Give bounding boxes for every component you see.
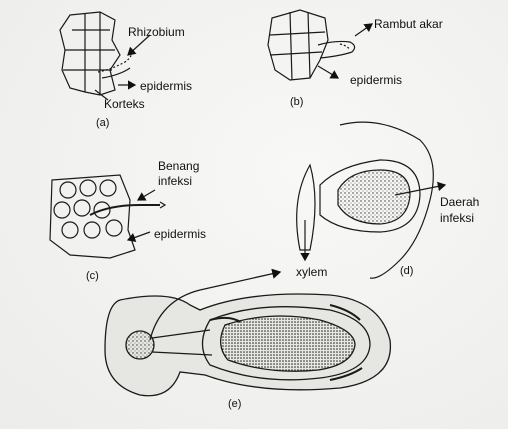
label-epidermis-a: epidermis [140,80,192,93]
panel-b-drawing [268,10,372,80]
label-panel-a: (a) [96,117,109,129]
label-benang: Benang [158,160,199,173]
panel-c-drawing [50,175,165,258]
panel-e-drawing [105,272,390,396]
label-panel-e: (e) [228,398,241,410]
label-xylem: xylem [296,266,327,279]
label-infeksi-c: infeksi [158,175,192,188]
label-daerah: Daerah [440,196,479,209]
label-panel-d: (d) [400,265,413,277]
label-epidermis-c: epidermis [154,228,206,241]
label-panel-c: (c) [86,270,99,282]
label-infeksi-d: infeksi [440,212,474,225]
label-epidermis-b: epidermis [350,74,402,87]
label-panel-b: (b) [290,96,303,108]
label-rhizobium: Rhizobium [128,26,185,39]
label-korteks: Korteks [104,98,145,111]
panel-d-drawing [297,122,445,278]
label-rambut-akar: Rambut akar [374,18,443,31]
